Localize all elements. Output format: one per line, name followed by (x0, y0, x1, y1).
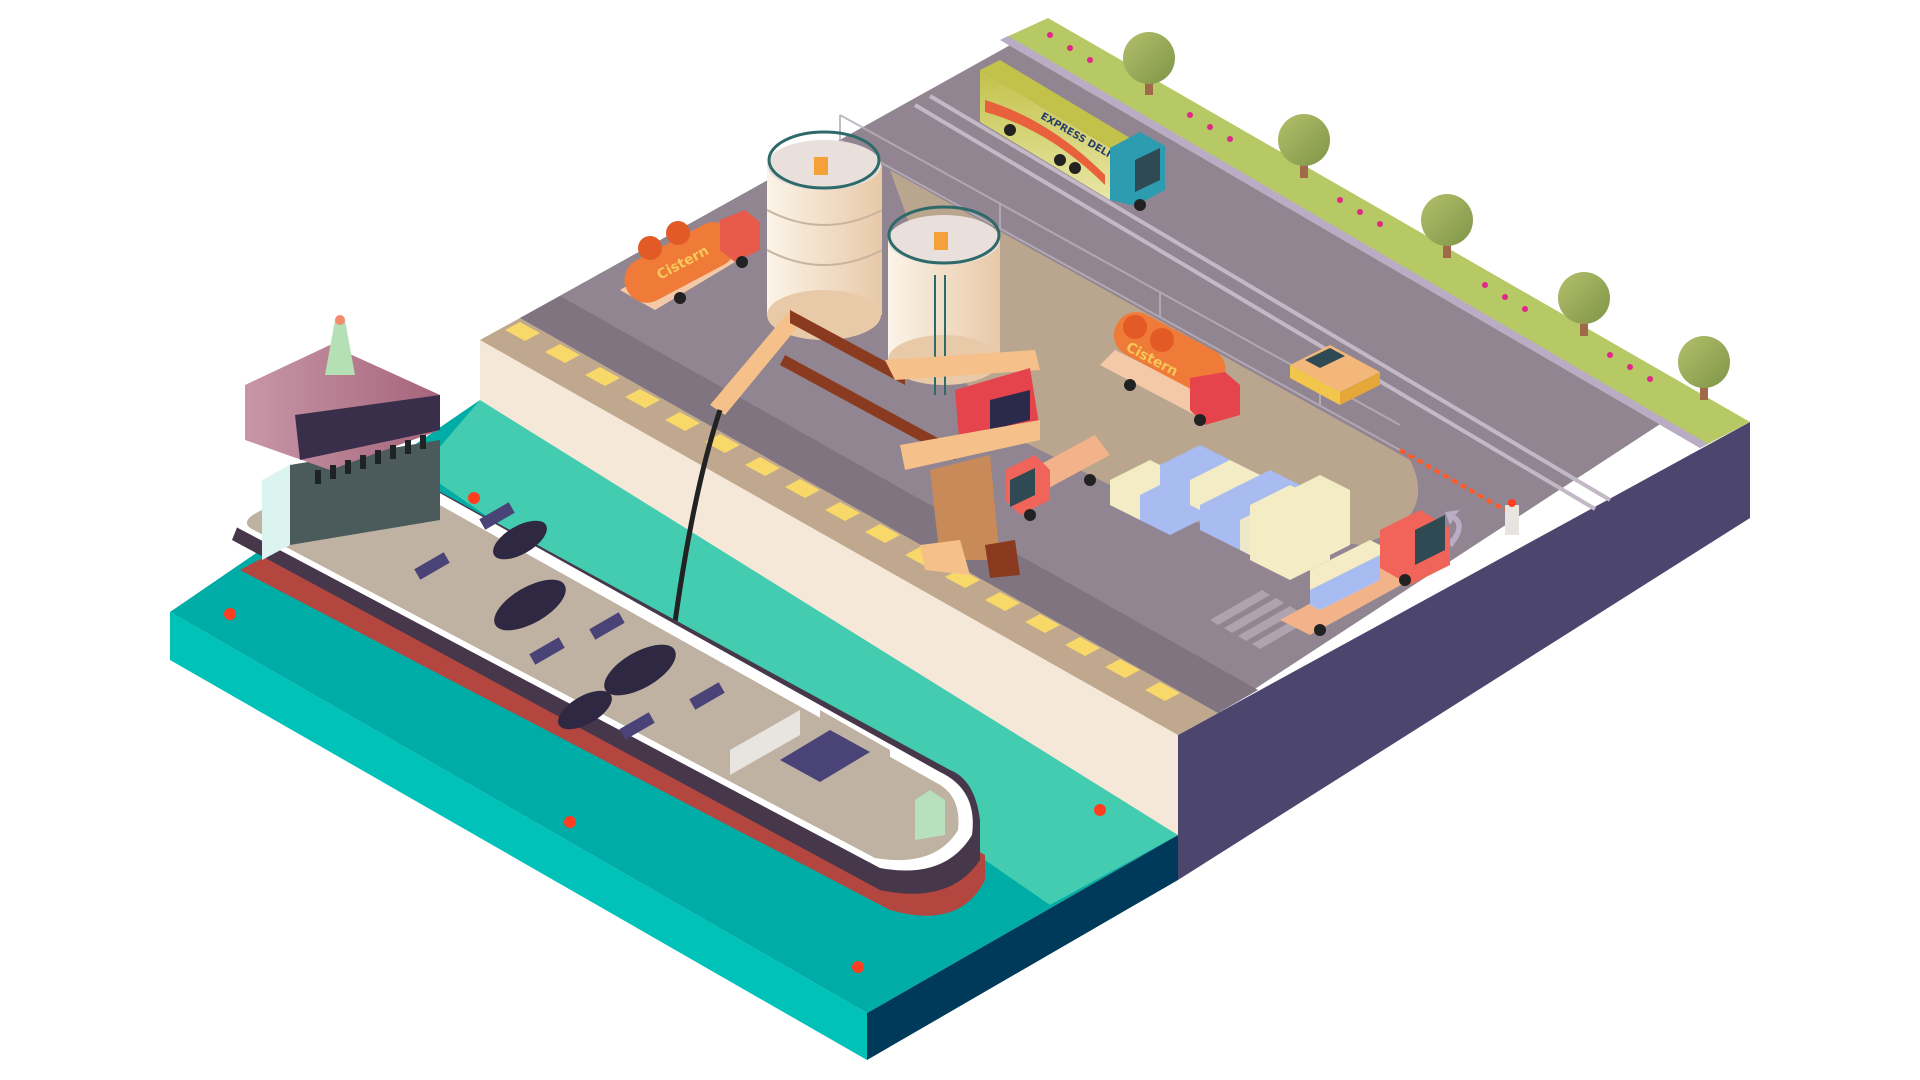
buoy-icon (224, 608, 236, 620)
delivery-truck: EXPRESS DELIVERY (980, 60, 1165, 211)
flatbed-truck-2 (1280, 510, 1450, 636)
cistern-truck-2: Cistern (1100, 312, 1240, 426)
buoy-icon (564, 816, 576, 828)
flowers (1047, 32, 1653, 382)
buoy-icon (468, 492, 480, 504)
tree-icon (1421, 194, 1473, 258)
water-front-face (170, 612, 867, 1060)
tree-icon (1558, 272, 1610, 336)
trees (1123, 32, 1730, 400)
water-side-face (867, 835, 1178, 1060)
deck-vents (414, 502, 725, 740)
tree-icon (1123, 32, 1175, 95)
container (1280, 475, 1350, 565)
tree-icon (1278, 114, 1330, 178)
quay-lane (520, 296, 1258, 713)
oil-tanker-ship (232, 315, 985, 916)
buoy-icon (852, 961, 864, 973)
hazard-stripes (505, 322, 1180, 701)
barrier-gate (1399, 448, 1519, 535)
turn-arrow-icon (1445, 510, 1462, 547)
cistern-truck-1: Cistern (620, 210, 760, 310)
container-yard (1110, 445, 1350, 580)
tree-icon (1678, 336, 1730, 400)
grass-strip (1000, 18, 1750, 448)
water-shallow (420, 400, 1178, 905)
container (1240, 500, 1300, 560)
lane-line-2 (913, 103, 1597, 511)
buoys (224, 492, 1106, 973)
bow-deckhouses (730, 710, 945, 840)
harbor-crane (667, 310, 1040, 661)
sidewalk-edge (1000, 36, 1708, 448)
lane-line-1 (928, 94, 1612, 502)
flatbed-truck-1 (1005, 435, 1110, 521)
quay-wall (480, 340, 1178, 835)
buoy-icon (1094, 804, 1106, 816)
oil-tank-1 (766, 130, 883, 340)
quay-strip (480, 318, 1218, 735)
ship-bridge (245, 315, 440, 560)
land-block (480, 18, 1750, 880)
yellow-car (1290, 345, 1380, 405)
deck-hatches (493, 520, 676, 730)
land-side-face (1178, 422, 1750, 880)
